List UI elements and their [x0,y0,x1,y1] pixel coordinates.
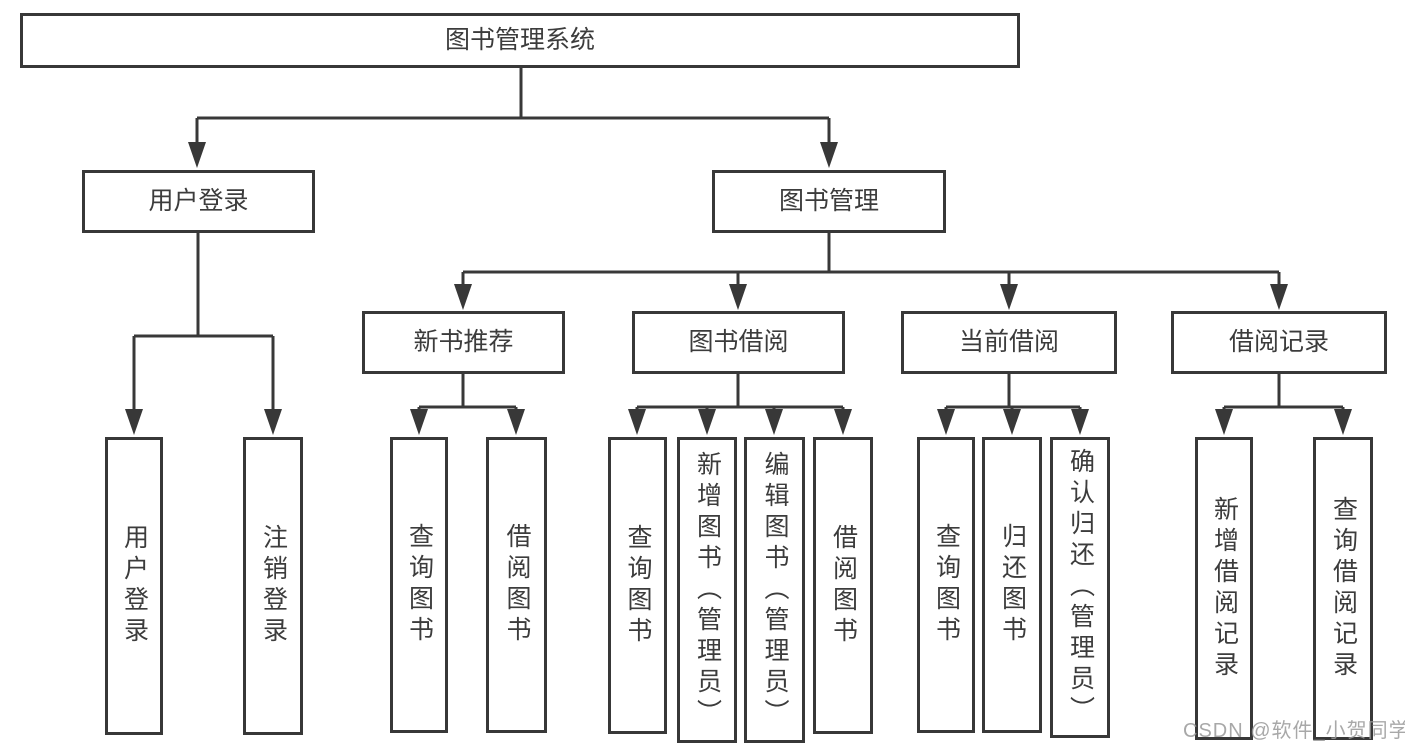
leaf-borrow-edit-books-admin: 编辑图书（管理员） [744,437,805,743]
node-new-book-recommend: 新书推荐 [362,311,565,374]
arrowhead-icon [410,409,428,435]
arrowhead-icon [1000,284,1018,310]
node-label: 新增借阅记录 [1210,495,1239,682]
node-label: 借阅图书 [829,523,858,648]
leaf-current-return-books: 归还图书 [982,437,1042,733]
node-borrowing-records: 借阅记录 [1171,311,1387,374]
edge-currentborrow-to-leaves [944,374,1082,412]
arrowhead-icon [628,409,646,435]
arrowhead-icon [937,409,955,435]
node-label: 新书推荐 [413,328,514,356]
arrowhead-icon [820,142,838,168]
node-label: 注销登录 [259,524,288,648]
node-label: 编辑图书（管理员） [761,450,789,730]
node-label: 图书管理系统 [444,26,595,54]
leaf-borrow-borrow-books: 借阅图书 [813,437,873,734]
leaf-borrow-add-books-admin: 新增图书（管理员） [677,437,737,743]
node-label: 归还图书 [998,523,1027,647]
node-label: 借阅图书 [503,523,531,647]
arrowhead-icon [1334,409,1352,435]
arrowhead-icon [1071,409,1089,435]
node-label: 用户登录 [120,524,149,648]
leaf-logout: 注销登录 [243,437,303,735]
leaf-records-add-record: 新增借阅记录 [1195,437,1253,740]
node-label: 查询图书 [932,523,961,647]
arrowhead-icon [1215,409,1233,435]
leaf-current-query-books: 查询图书 [917,437,975,733]
leaf-newbook-borrow-books: 借阅图书 [486,437,547,733]
edge-bookborrow-to-leaves [635,374,845,412]
arrowhead-icon [264,409,282,435]
node-label: 用户登录 [148,187,249,215]
edge-records-to-leaves [1222,374,1345,412]
connector-paths [132,68,1345,412]
node-current-borrowing: 当前借阅 [901,311,1117,374]
node-label: 当前借阅 [958,328,1059,356]
arrowhead-icon [698,409,716,435]
arrowhead-icon [188,142,206,168]
node-user-login: 用户登录 [82,170,315,233]
edge-root-to-level2 [195,68,831,147]
arrowheads [125,142,1352,435]
node-book-borrowing: 图书借阅 [632,311,845,374]
edge-bookmgmt-to-level3 [461,233,1281,288]
arrowhead-icon [1003,409,1021,435]
edge-userlogin-to-leaves [132,233,275,412]
node-label: 借阅记录 [1228,328,1329,356]
leaf-newbook-query-books: 查询图书 [390,437,448,733]
arrowhead-icon [454,284,472,310]
csdn-watermark: CSDN @软件_小贺同学 [1183,720,1405,742]
arrowhead-icon [1270,284,1288,310]
node-label: 查询图书 [405,523,434,647]
arrowhead-icon [125,409,143,435]
edge-newbook-to-leaves [417,374,518,412]
node-label: 新增图书（管理员） [693,450,722,730]
node-library-system: 图书管理系统 [20,13,1020,68]
leaf-current-confirm-return-admin: 确认归还（管理员） [1050,437,1110,738]
arrowhead-icon [507,409,525,435]
node-book-management: 图书管理 [712,170,946,233]
leaf-records-query-record: 查询借阅记录 [1313,437,1373,740]
node-label: 图书借阅 [688,328,789,356]
arrowhead-icon [834,409,852,435]
arrowhead-icon [765,409,783,435]
node-label: 查询借阅记录 [1329,495,1358,682]
node-label: 确认归还（管理员） [1066,448,1095,727]
node-label: 图书管理 [778,187,879,215]
node-label: 查询图书 [624,523,652,648]
arrowhead-icon [729,284,747,310]
leaf-borrow-query-books: 查询图书 [608,437,667,734]
leaf-user-login: 用户登录 [105,437,163,735]
